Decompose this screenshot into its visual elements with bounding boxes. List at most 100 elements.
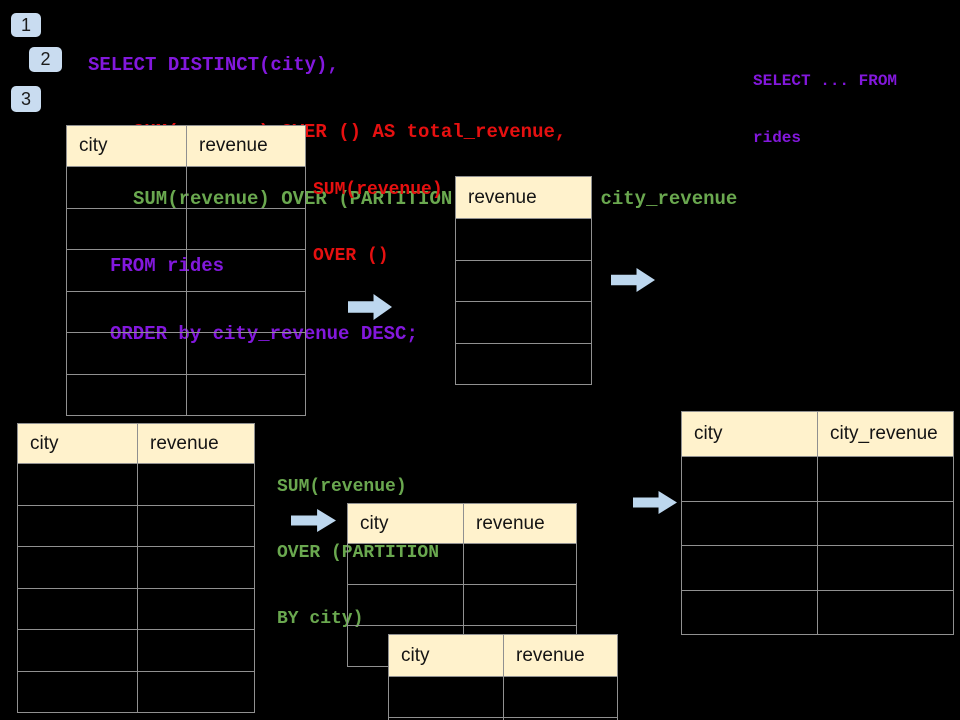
table-cell	[455, 259, 592, 302]
table-cell	[681, 500, 818, 546]
table-cell	[503, 717, 618, 720]
table-row	[681, 456, 954, 502]
arrow-right-icon	[633, 491, 677, 514]
column-header: city	[66, 125, 187, 167]
table-row	[66, 290, 306, 333]
column-header: city	[347, 503, 464, 544]
table-row	[681, 500, 954, 546]
table-cell	[137, 463, 255, 506]
table-cell	[66, 290, 187, 333]
side-note-line: SELECT ... FROM	[753, 72, 898, 90]
table-header-row: revenue	[455, 176, 592, 219]
table-cell	[388, 676, 504, 718]
table-cell	[347, 543, 464, 585]
table-bottom-source: city revenue	[17, 423, 255, 713]
table-cell	[17, 546, 138, 589]
table-row	[66, 332, 306, 375]
table-cell	[66, 249, 187, 292]
table-cell	[186, 373, 306, 416]
table-cell	[186, 290, 306, 333]
table-partition-group-2: city revenue	[388, 634, 618, 720]
table-cell	[817, 545, 954, 591]
table-cell	[17, 463, 138, 506]
side-note: SELECT ... FROM rides	[753, 34, 897, 186]
table-cell	[17, 587, 138, 630]
table-cell	[681, 545, 818, 591]
table-row	[681, 589, 954, 635]
column-header: city	[17, 423, 138, 464]
table-cell	[137, 504, 255, 547]
table-cell	[186, 332, 306, 375]
table-final-result: city city_revenue	[681, 411, 954, 635]
table-cell	[137, 587, 255, 630]
table-row	[681, 545, 954, 591]
table-row	[66, 373, 306, 416]
table-header-row: city revenue	[66, 125, 306, 167]
table-row	[17, 587, 255, 630]
table-cell	[455, 301, 592, 344]
table-cell	[17, 670, 138, 713]
step-badge-1: 1	[11, 13, 41, 37]
step-badge-2: 2	[29, 47, 62, 72]
table-cell	[186, 207, 306, 250]
label-line: SUM(revenue)	[277, 477, 407, 497]
table-row	[66, 249, 306, 292]
table-row	[66, 207, 306, 250]
table-cell	[186, 249, 306, 292]
table-top-source: city revenue	[66, 125, 306, 416]
table-cell	[463, 543, 577, 585]
table-cell	[66, 332, 187, 375]
column-header: revenue	[455, 176, 592, 219]
table-cell	[503, 676, 618, 718]
table-cell	[817, 500, 954, 546]
column-header: revenue	[186, 125, 306, 167]
table-cell	[186, 166, 306, 209]
column-header: revenue	[503, 634, 618, 677]
table-cell	[17, 504, 138, 547]
table-cell	[66, 373, 187, 416]
column-header: city	[681, 411, 818, 457]
total-revenue-label: SUM(revenue) OVER ()	[313, 135, 443, 311]
table-header-row: city city_revenue	[681, 411, 954, 457]
table-header-row: city revenue	[17, 423, 255, 464]
table-row	[455, 259, 592, 302]
table-header-row: city revenue	[388, 634, 618, 677]
table-cell	[17, 629, 138, 672]
table-cell	[817, 589, 954, 635]
column-header: city	[388, 634, 504, 677]
table-cell	[463, 584, 577, 626]
table-row	[388, 676, 618, 718]
table-cell	[817, 456, 954, 502]
table-cell	[137, 670, 255, 713]
table-row	[17, 546, 255, 589]
table-row	[347, 584, 577, 626]
column-header: city_revenue	[817, 411, 954, 457]
label-line: OVER ()	[313, 246, 389, 266]
column-header: revenue	[463, 503, 577, 544]
step-badge-3: 3	[11, 86, 41, 112]
table-row	[455, 342, 592, 385]
table-row	[455, 301, 592, 344]
table-cell	[681, 456, 818, 502]
table-row	[347, 543, 577, 585]
table-total-result: revenue	[455, 176, 592, 385]
table-row	[17, 629, 255, 672]
column-header: revenue	[137, 423, 255, 464]
label-line: SUM(revenue)	[313, 180, 443, 200]
table-row	[17, 670, 255, 713]
table-cell	[137, 546, 255, 589]
table-cell	[347, 584, 464, 626]
side-note-line: rides	[753, 129, 802, 147]
table-header-row: city revenue	[347, 503, 577, 544]
table-cell	[66, 207, 187, 250]
table-cell	[66, 166, 187, 209]
table-row	[17, 504, 255, 547]
sql-line: SELECT DISTINCT(city),	[88, 53, 339, 76]
table-row	[455, 218, 592, 261]
table-cell	[455, 342, 592, 385]
table-row	[66, 166, 306, 209]
table-row	[388, 717, 618, 720]
table-cell	[455, 218, 592, 261]
table-row	[17, 463, 255, 506]
